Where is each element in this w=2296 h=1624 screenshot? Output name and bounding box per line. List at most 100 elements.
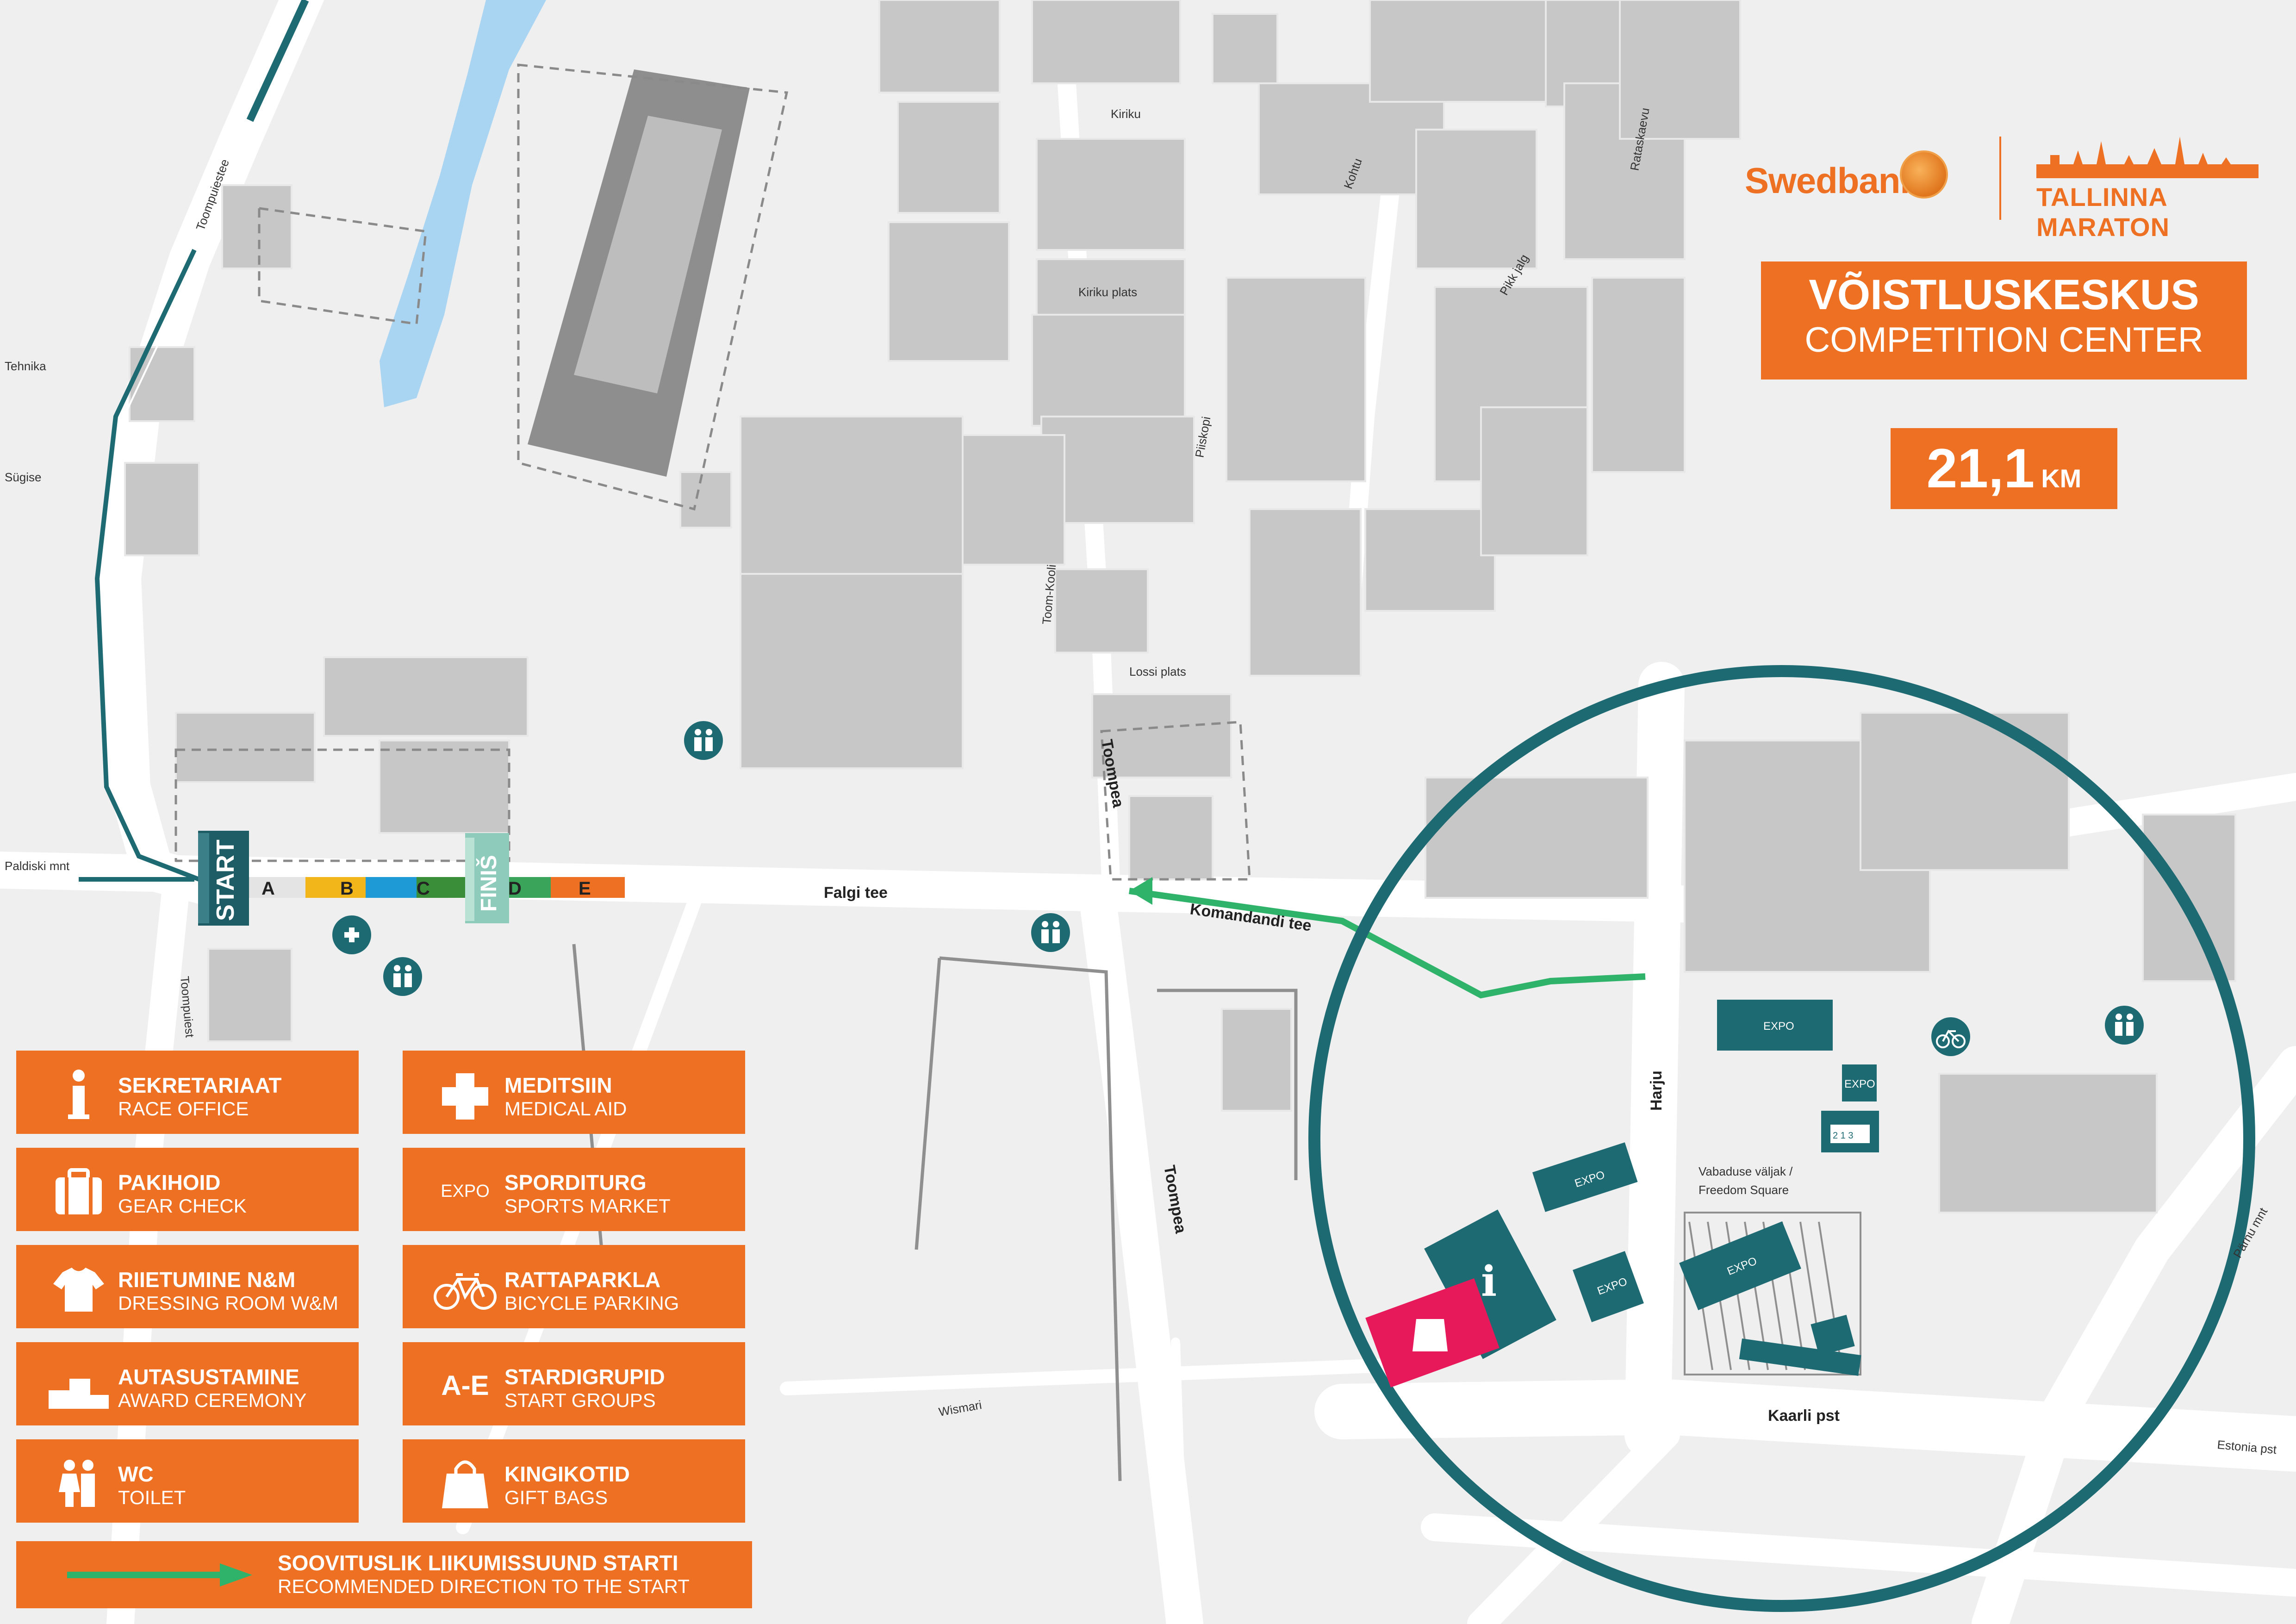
label-vabaduse: Vabaduse väljak / xyxy=(1699,1164,1793,1178)
distance-value: 21,1 xyxy=(1926,437,2035,499)
legend-recommended-direction: SOOVITUSLIK LIIKUMISSUUND STARTI RECOMME… xyxy=(16,1541,752,1608)
tshirt-icon xyxy=(44,1261,113,1316)
corral-a-label: A xyxy=(261,878,275,899)
legend-race-office: SEKRETARIAAT RACE OFFICE xyxy=(16,1051,359,1134)
legend-label-en: AWARD CEREMONY xyxy=(118,1389,307,1411)
legend-label-en: TOILET xyxy=(118,1487,186,1508)
title-et: VÕISTLUSKESKUS xyxy=(1809,271,2199,318)
podium-label: 2 1 3 xyxy=(1833,1131,1853,1141)
brand-header: Swedbank TALLINNA MARATON xyxy=(1740,132,2268,242)
suitcase-icon xyxy=(44,1164,113,1219)
gift-bag-icon xyxy=(430,1455,500,1511)
legend-label-et: MEDITSIIN xyxy=(504,1073,612,1097)
legend-gift-bags: KINGIKOTID GIFT BAGS xyxy=(403,1439,745,1523)
inset-circle xyxy=(1308,665,2255,1612)
toilet-poi-1 xyxy=(684,721,723,760)
legend-label-et: RIIETUMINE N&M xyxy=(118,1268,296,1292)
event-name: TALLINNA MARATON xyxy=(2036,182,2170,242)
street-lossi-plats: Lossi plats xyxy=(1129,665,1186,678)
legend-label-en: BICYCLE PARKING xyxy=(504,1292,679,1314)
legend-label-en: DRESSING ROOM W&M xyxy=(118,1292,339,1314)
course-line xyxy=(79,0,309,882)
street-kiriku-plats: Kiriku plats xyxy=(1078,285,1137,299)
distance-unit: KM xyxy=(2041,464,2082,493)
street-falgi: Falgi tee xyxy=(824,884,888,902)
map-pois xyxy=(332,721,2144,1056)
legend-bicycle-parking: RATTAPARKLA BICYCLE PARKING xyxy=(403,1245,745,1328)
recommended-route xyxy=(1129,877,1646,999)
street-harju: Harju xyxy=(1648,1070,1665,1111)
legend-label-et: RATTAPARKLA xyxy=(504,1268,661,1292)
corral-c-label: C xyxy=(417,878,430,899)
legend-label-et: SOOVITUSLIK LIIKUMISSUUND STARTI xyxy=(278,1551,678,1575)
corral-d-label: D xyxy=(508,878,522,899)
legend-label-en: START GROUPS xyxy=(504,1389,656,1411)
legend-label-en: GIFT BAGS xyxy=(504,1487,608,1508)
bicycle-icon xyxy=(430,1261,500,1316)
race-office-info-icon: i xyxy=(1481,1257,1497,1306)
sponsor-name: Swedbank xyxy=(1745,160,1920,201)
title-en: COMPETITION CENTER xyxy=(1804,320,2203,360)
legend-label-et: STARDIGRUPID xyxy=(504,1365,665,1389)
gift-bag-icon-map xyxy=(1412,1319,1448,1351)
legend-medical: MEDITSIIN MEDICAL AID xyxy=(403,1051,745,1134)
label-freedom-square: Freedom Square xyxy=(1699,1183,1789,1197)
start-corrals: A B C D E xyxy=(241,877,625,899)
expo-tent-2 xyxy=(1842,1064,1877,1101)
podium-icon xyxy=(44,1358,113,1413)
legend-label-et: PAKIHOID xyxy=(118,1170,221,1195)
finish-label: FINIŠ xyxy=(476,855,501,912)
legend-start-groups: A-E STARDIGRUPID START GROUPS xyxy=(403,1342,745,1425)
toilet-poi-4 xyxy=(2105,1006,2144,1045)
legend-label-en: RECOMMENDED DIRECTION TO THE START xyxy=(278,1575,690,1597)
pond xyxy=(380,0,546,407)
medical-cross-icon xyxy=(430,1066,500,1122)
legend-toilet: WC TOILET xyxy=(16,1439,359,1523)
title-box: VÕISTLUSKESKUS COMPETITION CENTER xyxy=(1761,261,2247,380)
inset-tents: EXPO EXPO 2 1 3 EXPO EXPO EXPO i xyxy=(1365,1000,1879,1388)
tallinn-skyline-icon xyxy=(2036,137,2259,178)
start-banner: START xyxy=(198,831,249,926)
corral-e-label: E xyxy=(579,878,591,899)
gear-check-tent xyxy=(1739,1338,1861,1376)
stadium xyxy=(528,69,750,477)
toilet-poi-2 xyxy=(1031,913,1070,952)
buildings xyxy=(124,0,2236,1213)
brand-divider xyxy=(1999,137,2001,220)
expo-tent-5 xyxy=(1573,1251,1644,1322)
expo-tent-3 xyxy=(1532,1142,1638,1212)
legend-label-en: SPORTS MARKET xyxy=(504,1195,671,1217)
street-paldiski: Paldiski mnt xyxy=(5,859,70,873)
street-kaarli: Kaarli pst xyxy=(1768,1407,1840,1425)
street-tehnika: Tehnika xyxy=(5,359,46,373)
info-icon xyxy=(44,1066,113,1122)
toilet-icon xyxy=(44,1455,113,1511)
legend-label-et: WC xyxy=(118,1462,154,1486)
legend-label-et: SPORDITURG xyxy=(504,1170,647,1195)
expo-icon: EXPO xyxy=(441,1182,490,1201)
expo-tent-1 xyxy=(1717,1000,1833,1051)
legend-dressing-room: RIIETUMINE N&M DRESSING ROOM W&M xyxy=(16,1245,359,1328)
legend-label-en: RACE OFFICE xyxy=(118,1098,249,1120)
legend-award-ceremony: AUTASUSTAMINE AWARD CEREMONY xyxy=(16,1342,359,1425)
green-arrow-icon xyxy=(67,1563,252,1587)
corral-b-label: B xyxy=(340,878,354,899)
legend-gear-check: PAKIHOID GEAR CHECK xyxy=(16,1148,359,1231)
race-office-tent xyxy=(1424,1209,1556,1359)
expo-tent-1-label: EXPO xyxy=(1763,1020,1794,1033)
legend-label-en: GEAR CHECK xyxy=(118,1195,247,1217)
swedbank-logo-icon xyxy=(1900,150,1948,199)
start-groups-icon: A-E xyxy=(441,1370,489,1401)
legend-sports-market: EXPO SPORDITURG SPORTS MARKET xyxy=(403,1148,745,1231)
expo-tent-2-label: EXPO xyxy=(1844,1078,1875,1090)
street-sugise: Sügise xyxy=(5,470,42,484)
expo-tent-4 xyxy=(1679,1221,1801,1310)
dressing-tent xyxy=(1811,1314,1855,1356)
street-kiriku: Kiriku xyxy=(1111,107,1141,121)
legend-label-et: KINGIKOTID xyxy=(504,1462,630,1486)
finish-banner: FINIŠ xyxy=(465,833,509,923)
legend-label-en: MEDICAL AID xyxy=(504,1098,627,1120)
legend-label-et: SEKRETARIAAT xyxy=(118,1073,282,1097)
